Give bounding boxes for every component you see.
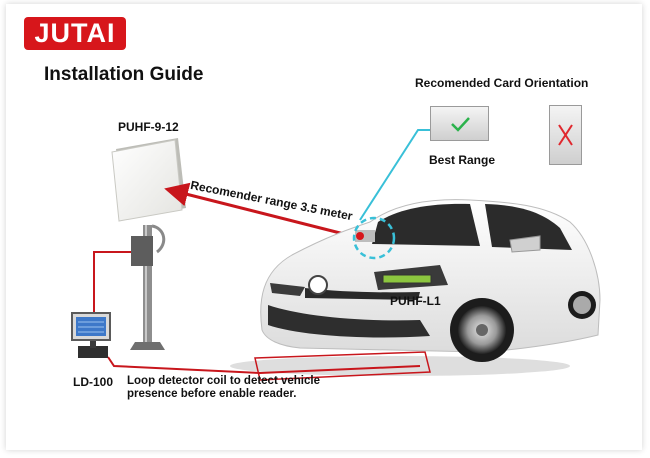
- white-car: [260, 199, 601, 362]
- highlight-circle: [352, 216, 396, 260]
- tag-model-label: PUHF-L1: [390, 294, 441, 308]
- range-arrow: [164, 182, 353, 238]
- windshield-reader-dot: [356, 232, 364, 240]
- loop-wire: [107, 356, 421, 375]
- page-title: Installation Guide: [44, 64, 204, 85]
- controller-model-label: LD-100: [73, 375, 114, 389]
- uhf-antenna-panel: [111, 138, 186, 222]
- cross-icon: [558, 124, 573, 146]
- card-bad-orientation: [549, 105, 582, 165]
- loop-note-line-1: Loop detector coil to detect vehicle: [127, 375, 320, 387]
- loop-coil: [254, 351, 431, 381]
- loop-note-line-2: presence before enable reader.: [127, 388, 297, 400]
- jutai-logo: JUTAI: [24, 17, 126, 50]
- card-orientation-heading: Recomended Card Orientation: [415, 76, 589, 90]
- card-good-orientation: [430, 106, 489, 141]
- ld-100-controller: [71, 312, 111, 358]
- checkmark-icon: [451, 117, 470, 132]
- antenna-model-label: PUHF-9-12: [118, 120, 179, 134]
- antenna-wire: [93, 251, 132, 320]
- windshield-tag: [382, 274, 432, 284]
- callout-line: [359, 129, 430, 221]
- best-range-caption: Best Range: [429, 153, 496, 167]
- antenna-mount: [130, 224, 166, 350]
- loop-note: Loop detector coil to detect vehicle pre…: [127, 375, 320, 401]
